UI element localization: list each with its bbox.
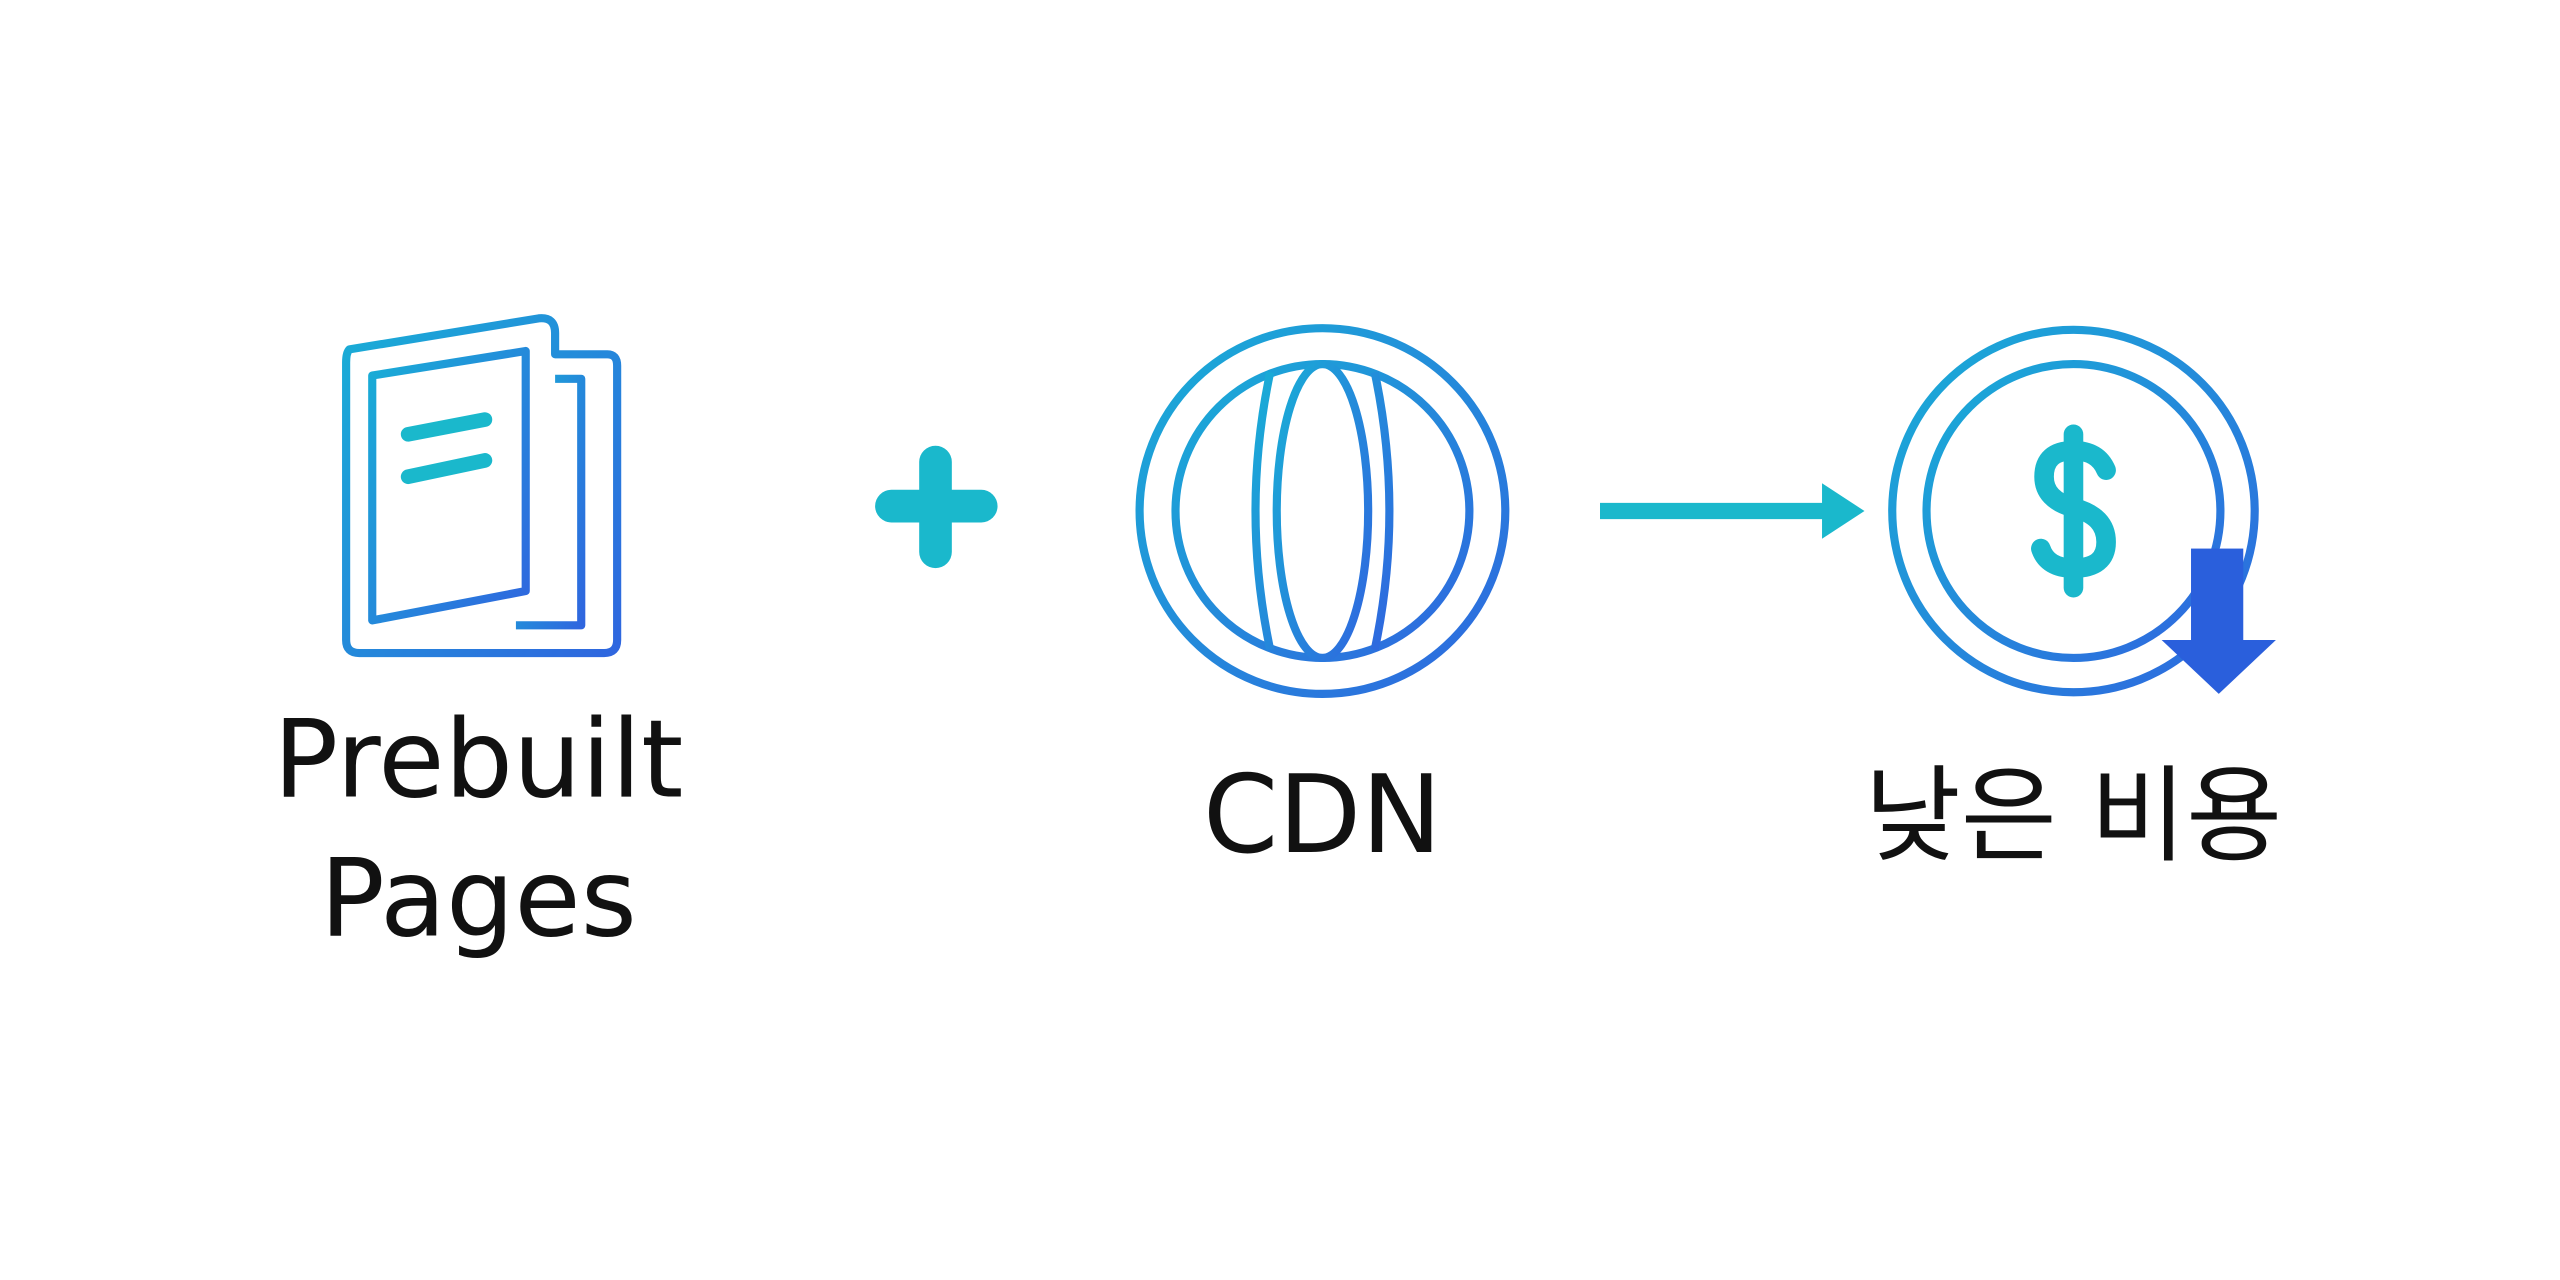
globe-icon — [1135, 324, 1510, 698]
pages-label-line2: Pages — [320, 837, 637, 962]
pages-label-line1: Prebuilt — [273, 698, 683, 823]
pages-icon — [342, 314, 622, 658]
arrow-right-icon — [1600, 483, 1865, 539]
low-cost-label: 낮은 비용 — [1865, 755, 2283, 877]
dollar-coin-decrease-icon — [1888, 325, 2276, 697]
plus-icon — [875, 445, 998, 569]
down-arrow-icon — [2161, 548, 2276, 694]
cdn-label: CDN — [1203, 753, 1442, 878]
dollar-sign-icon — [2031, 424, 2116, 598]
